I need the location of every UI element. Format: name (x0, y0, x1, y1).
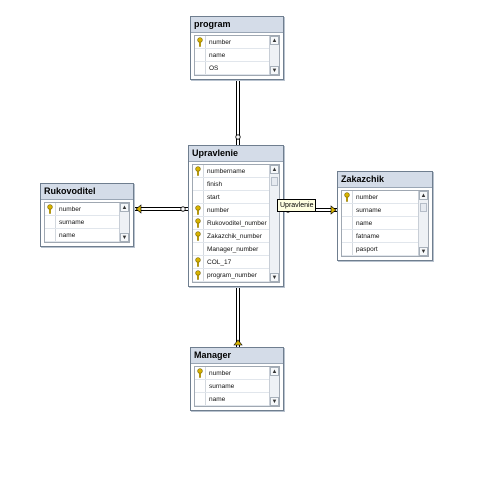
primary-key-icon (193, 230, 204, 242)
column-row[interactable]: Manager_number (193, 243, 279, 256)
column-name: number (59, 205, 82, 213)
column-name: number (356, 193, 379, 201)
column-row[interactable]: COL_17 (193, 256, 279, 269)
column-list: number surname name ▲ ▼ (44, 202, 130, 243)
column-row[interactable]: number (45, 203, 129, 216)
primary-key-icon (45, 203, 56, 215)
column-name: pasport (356, 245, 378, 253)
scroll-up-icon[interactable]: ▲ (419, 191, 428, 200)
scroll-down-icon[interactable]: ▼ (120, 233, 129, 242)
primary-key-icon (193, 256, 204, 268)
table-title: Zakazchik (338, 172, 432, 188)
column-name: name (209, 51, 226, 59)
column-row[interactable]: number (342, 191, 428, 204)
primary-key-icon (195, 36, 206, 48)
column-row[interactable]: start (193, 191, 279, 204)
column-row[interactable]: surname (342, 204, 428, 217)
table-title: Upravlenie (189, 146, 283, 162)
column-row[interactable]: numbername (193, 165, 279, 178)
column-row[interactable]: number (193, 204, 279, 217)
column-row[interactable]: Rukovoditel_number (193, 217, 279, 230)
column-row[interactable]: Zakazchik_number (193, 230, 279, 243)
column-name: program_number (207, 271, 257, 279)
column-row[interactable]: pasport (342, 243, 428, 256)
scroll-down-icon[interactable]: ▼ (270, 66, 279, 75)
column-name: finish (207, 180, 223, 188)
table-title: Rukovoditel (41, 184, 133, 200)
column-row[interactable]: OS (195, 62, 279, 75)
link-rukovoditel-upravlenie[interactable] (132, 204, 190, 214)
link-upravlenie-manager[interactable] (233, 277, 243, 347)
column-name: number (207, 206, 230, 214)
column-name: Rukovoditel_number (207, 219, 267, 227)
column-name: surname (356, 206, 382, 214)
column-name: surname (209, 382, 235, 390)
column-row[interactable]: surname (45, 216, 129, 229)
column-row[interactable]: fatname (342, 230, 428, 243)
column-name: start (207, 193, 220, 201)
table-title: Manager (191, 348, 283, 364)
column-name: OS (209, 64, 219, 72)
column-name: numbername (207, 167, 246, 175)
link-program-upravlenie[interactable] (233, 73, 243, 145)
column-row[interactable]: name (45, 229, 129, 242)
table-zakazchik[interactable]: Zakazchik number surname name fatname (337, 171, 433, 261)
column-row[interactable]: name (342, 217, 428, 230)
column-name: surname (59, 218, 85, 226)
table-rukovoditel[interactable]: Rukovoditel number surname name ▲ ▼ (40, 183, 134, 247)
scroll-up-icon[interactable]: ▲ (270, 165, 279, 174)
table-manager[interactable]: Manager number surname name ▲ ▼ (190, 347, 284, 411)
vertical-scrollbar[interactable]: ▲ ▼ (418, 191, 428, 256)
vertical-scrollbar[interactable]: ▲ ▼ (269, 36, 279, 75)
column-list: number name OS ▲ ▼ (194, 35, 280, 76)
primary-key-icon (193, 204, 204, 216)
column-list: numbername finish start number Rukov (192, 164, 280, 283)
column-list: number surname name ▲ ▼ (194, 366, 280, 407)
column-row[interactable]: name (195, 393, 279, 406)
table-program[interactable]: program number name OS ▲ ▼ (190, 16, 284, 80)
column-name: name (356, 219, 373, 227)
column-row[interactable]: program_number (193, 269, 279, 282)
vertical-scrollbar[interactable]: ▲ ▼ (119, 203, 129, 242)
primary-key-icon (193, 269, 204, 281)
scroll-down-icon[interactable]: ▼ (270, 273, 279, 282)
table-title: program (191, 17, 283, 33)
scroll-down-icon[interactable]: ▼ (270, 397, 279, 406)
column-row[interactable]: name (195, 49, 279, 62)
scroll-thumb[interactable] (420, 203, 427, 212)
vertical-scrollbar[interactable]: ▲ ▼ (269, 165, 279, 282)
table-upravlenie[interactable]: Upravlenie numbername finish start num (188, 145, 284, 287)
scroll-down-icon[interactable]: ▼ (419, 247, 428, 256)
column-row[interactable]: number (195, 367, 279, 380)
relationship-tooltip: Upravlenie (277, 199, 317, 212)
primary-key-icon (342, 191, 353, 203)
column-name: fatname (356, 232, 380, 240)
scroll-up-icon[interactable]: ▲ (270, 36, 279, 45)
primary-key-icon (193, 165, 204, 177)
column-list: number surname name fatname pasport ▲ (341, 190, 429, 257)
primary-key-icon (195, 367, 206, 379)
column-row[interactable]: finish (193, 178, 279, 191)
column-name: name (209, 395, 226, 403)
column-name: COL_17 (207, 258, 232, 266)
vertical-scrollbar[interactable]: ▲ ▼ (269, 367, 279, 406)
column-row[interactable]: surname (195, 380, 279, 393)
column-name: name (59, 231, 76, 239)
primary-key-icon (193, 217, 204, 229)
column-name: number (209, 38, 232, 46)
column-name: number (209, 369, 232, 377)
column-row[interactable]: number (195, 36, 279, 49)
scroll-up-icon[interactable]: ▲ (270, 367, 279, 376)
column-name: Manager_number (207, 245, 259, 253)
column-name: Zakazchik_number (207, 232, 262, 240)
scroll-up-icon[interactable]: ▲ (120, 203, 129, 212)
scroll-thumb[interactable] (271, 177, 278, 186)
